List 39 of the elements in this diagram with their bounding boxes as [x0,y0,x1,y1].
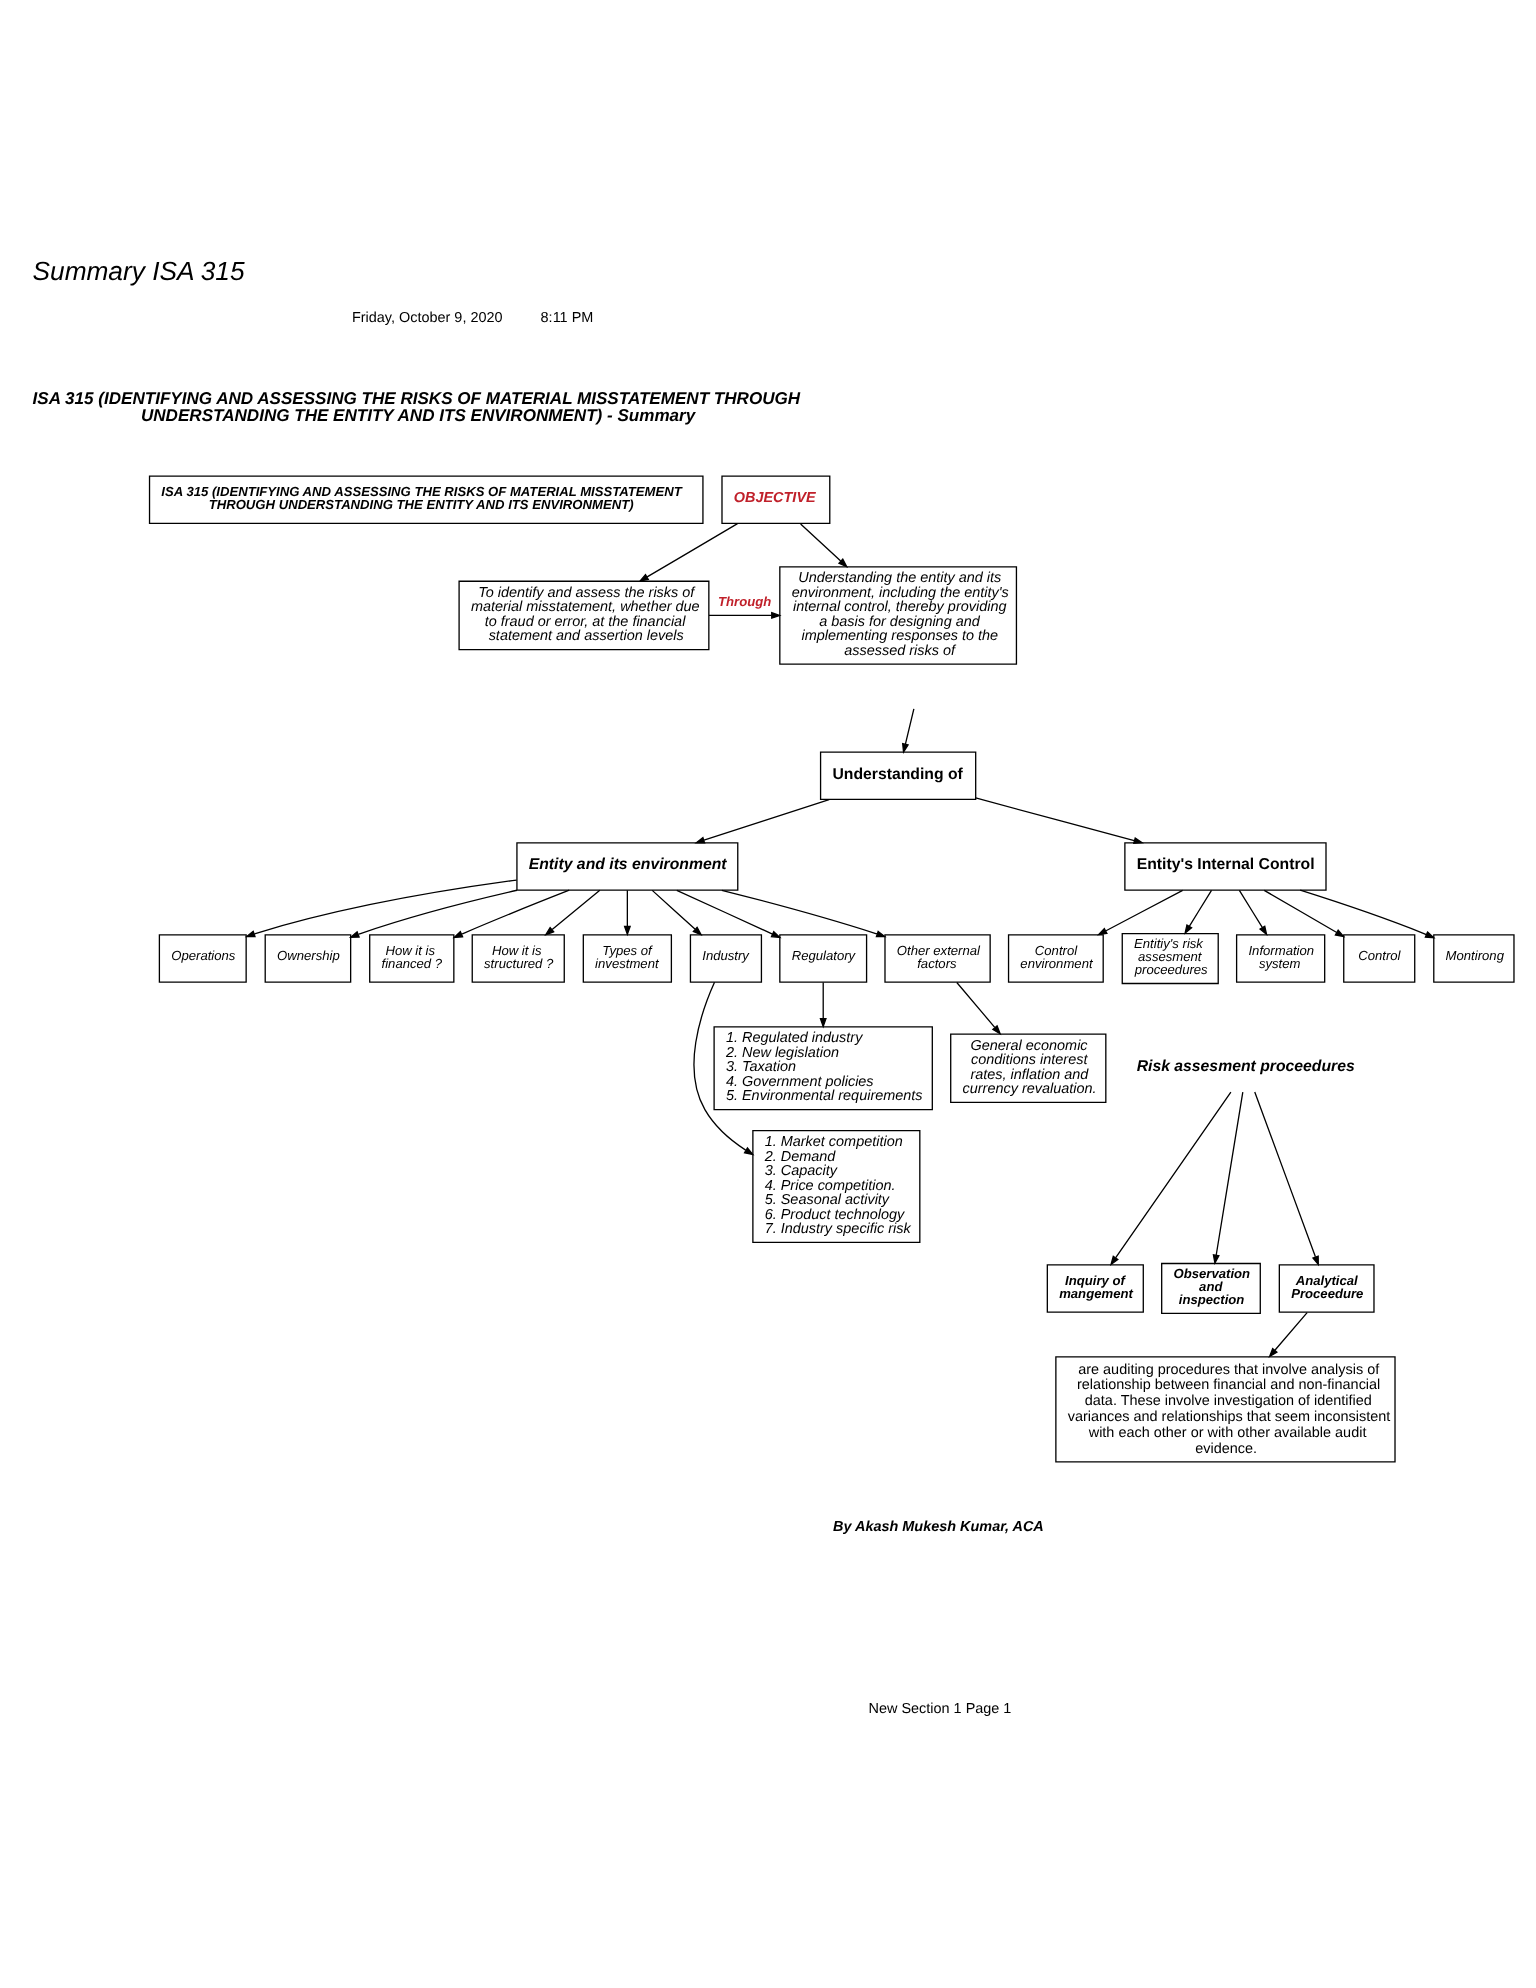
label: 8:11 PM [540,308,594,327]
arrow [799,523,849,568]
arrow [956,981,1002,1036]
arrow [1263,889,1346,938]
arrow [1212,1091,1244,1266]
node-box: 1. Regulated industry 2. New legislation 3. Taxation 4. Government policies 5. Environmental requirements [713,1026,933,1111]
label: New Section 1 Page 1 [868,1698,1012,1717]
node-box: To identify and assess the risks of material misstatement, whether due to fraud or error, at the financial statement and assertion levels [458,580,710,651]
arrow [901,708,915,754]
label: ISA 315 (IDENTIFYING AND ASSESSING THE RISKS OF MATERIAL MISSTATEMENT THROUGH UNDERSTANDING THE ENTITY AND ITS ENVIRONMENT) - Summary [32,388,801,426]
arrow [638,523,739,583]
arrow [1096,889,1184,936]
arrow [623,889,632,937]
diagram-title: Summary ISA 315 [32,256,245,287]
arrow [1238,889,1268,937]
arrow [544,889,601,936]
arrow [975,797,1145,845]
label: By Akash Mukesh Kumar, ACA [833,1517,1044,1536]
arrow [1184,889,1213,935]
node-box: 1. Market competition 2. Demand 3. Capacity 4. Price competition. 5. Seasonal activity 6. Product technology 7. Industry specific risk [752,1130,921,1244]
label: Friday, October 9, 2020 [351,308,503,327]
arrow [348,889,518,938]
arrow [1268,1311,1308,1358]
arrow [676,889,782,939]
arrow [1254,1091,1319,1267]
node-box: OBJECTIVE [721,475,831,525]
arrow [694,798,830,844]
arrow [1109,1091,1232,1267]
arrow [708,611,782,620]
node-box: are auditing procedures that involve analysis of relationship between financial and non-financial data. These involve investigation of identified variances and relationships that seem inconsistent with each other or with other available audit evidence. [1055,1356,1396,1463]
arrow [244,879,518,938]
node-box: Understanding the entity and its environment, including the entity's internal control, thereby providing a basis for designing and implementing responses to the assessed risks of [779,566,1018,665]
arrow [452,889,570,939]
arrow [819,981,827,1029]
arrow [1299,889,1436,939]
arrow [651,889,703,936]
node-box: General economic conditions interest rates, inflation and currency revaluation. [950,1033,1107,1104]
arrow [693,981,755,1156]
arrow [721,889,887,938]
